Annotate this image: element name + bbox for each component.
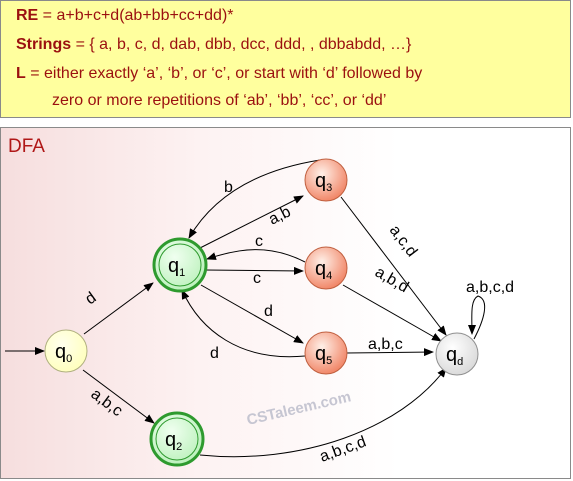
state-q2-label: q2: [165, 429, 182, 453]
edge-q1-q4: [204, 266, 304, 275]
state-q5: q5: [304, 331, 348, 375]
watermark: CSTaleem.com: [245, 388, 353, 429]
state-q0-label: q0: [55, 341, 72, 365]
edge-label-q4-q1: c: [255, 233, 263, 250]
edge-label-q1-q3: a,b: [266, 203, 294, 228]
state-q3-label: q3: [315, 170, 332, 194]
language-label: L: [16, 65, 26, 82]
state-q1: q1: [152, 237, 208, 293]
edge-label-q1-q4: c: [253, 270, 261, 287]
edge-qd-loop: [467, 295, 486, 340]
strings-text: = { a, b, c, d, dab, dbb, dcc, ddd, , db…: [71, 36, 412, 53]
edge-label-q5-qd: a,b,c: [368, 336, 403, 353]
state-qd: qd: [435, 332, 479, 376]
edge-q5-q1: [181, 289, 306, 358]
language-line-continued: zero or more repetitions of ‘ab’, ‘bb’, …: [52, 92, 387, 109]
edge-label-q0-q1: d: [82, 289, 99, 308]
edge-q3-qd: [340, 196, 447, 336]
state-q4-label: q4: [315, 258, 332, 282]
edge-label-q5-q1: d: [210, 345, 219, 362]
language-text: = either exactly ‘a’, ‘b’, or ‘c’, or st…: [25, 65, 423, 82]
edge-q0-q1: [83, 282, 154, 335]
edge-label-q0-q2: a,b,c: [88, 386, 126, 420]
state-q1-label: q1: [168, 255, 185, 279]
strings-label: Strings: [16, 36, 72, 53]
edge-q1-q5: [200, 284, 304, 344]
dfa-panel: [0, 127, 571, 479]
dfa-title: DFA: [8, 136, 45, 157]
edge-q3-q1: [188, 159, 321, 239]
state-q5-label: q5: [315, 343, 332, 367]
definition-box: [0, 0, 571, 118]
edge-label-qd-loop: a,b,c,d: [466, 279, 514, 296]
edge-label-q1-q5: d: [264, 303, 273, 320]
edge-q4-q1: [206, 249, 306, 263]
edge-label-q4-qd: a,b,d: [372, 264, 411, 297]
language-line: L = either exactly ‘a’, ‘b’, or ‘c’, or …: [16, 65, 422, 83]
re-label: RE: [16, 7, 39, 24]
state-q4: q4: [304, 246, 348, 290]
edge-q1-q3: [199, 195, 304, 249]
re-line: RE = a+b+c+d(ab+bb+cc+dd)*: [16, 7, 234, 25]
state-qd-label: qd: [446, 344, 463, 368]
edge-label-q3-qd: a,c,d: [386, 222, 420, 260]
re-text: = a+b+c+d(ab+bb+cc+dd)*: [38, 7, 234, 24]
state-q0: q0: [44, 329, 88, 373]
edge-q0-q2: [82, 369, 155, 424]
state-q3: q3: [304, 158, 348, 202]
state-q2: q2: [149, 411, 205, 467]
edge-label-q3-q1: b: [224, 179, 233, 196]
edge-q2-qd: [199, 367, 447, 458]
edge-q4-qd: [342, 284, 442, 342]
edge-q5-qd: [345, 348, 434, 357]
strings-line: Strings = { a, b, c, d, dab, dbb, dcc, d…: [16, 36, 411, 54]
